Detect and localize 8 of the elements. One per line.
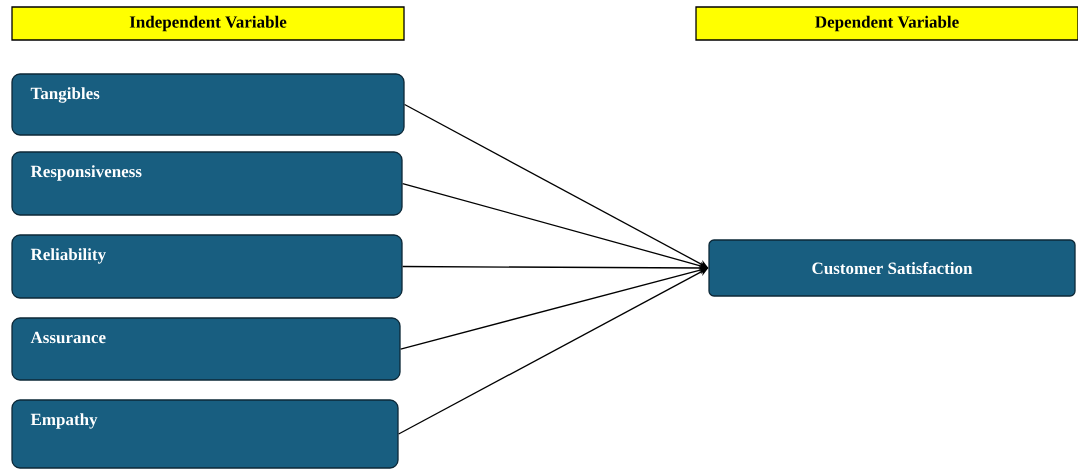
factor-box: Empathy	[11, 399, 399, 469]
factor-box: Reliability	[11, 234, 403, 299]
variable-heading: Dependent Variable	[695, 6, 1078, 41]
factor-box: Tangibles	[11, 73, 405, 136]
factor-box: Responsiveness	[11, 151, 403, 216]
outcome-box: Customer Satisfaction	[708, 239, 1076, 297]
variable-heading: Independent Variable	[11, 6, 405, 41]
factor-box: Assurance	[11, 317, 401, 381]
